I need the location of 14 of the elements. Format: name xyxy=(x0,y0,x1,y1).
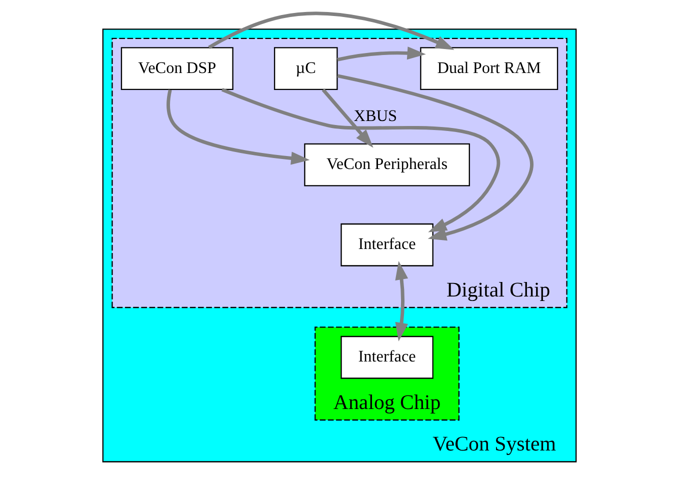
edge-label: XBUS xyxy=(354,107,398,126)
node-box: Dual Port RAM xyxy=(420,47,558,90)
arrow xyxy=(395,261,408,342)
arrow xyxy=(221,88,500,232)
arrow xyxy=(337,46,426,62)
node-box: Interface xyxy=(340,223,434,266)
arrow xyxy=(337,74,534,241)
arrow xyxy=(208,12,454,50)
node-box: Interface xyxy=(340,336,434,379)
arrow xyxy=(166,90,310,165)
node-box: µC xyxy=(274,47,338,90)
node-box: VeCon DSP xyxy=(120,47,234,90)
arrow xyxy=(322,88,374,148)
node-box: VeCon Peripherals xyxy=(304,143,470,186)
